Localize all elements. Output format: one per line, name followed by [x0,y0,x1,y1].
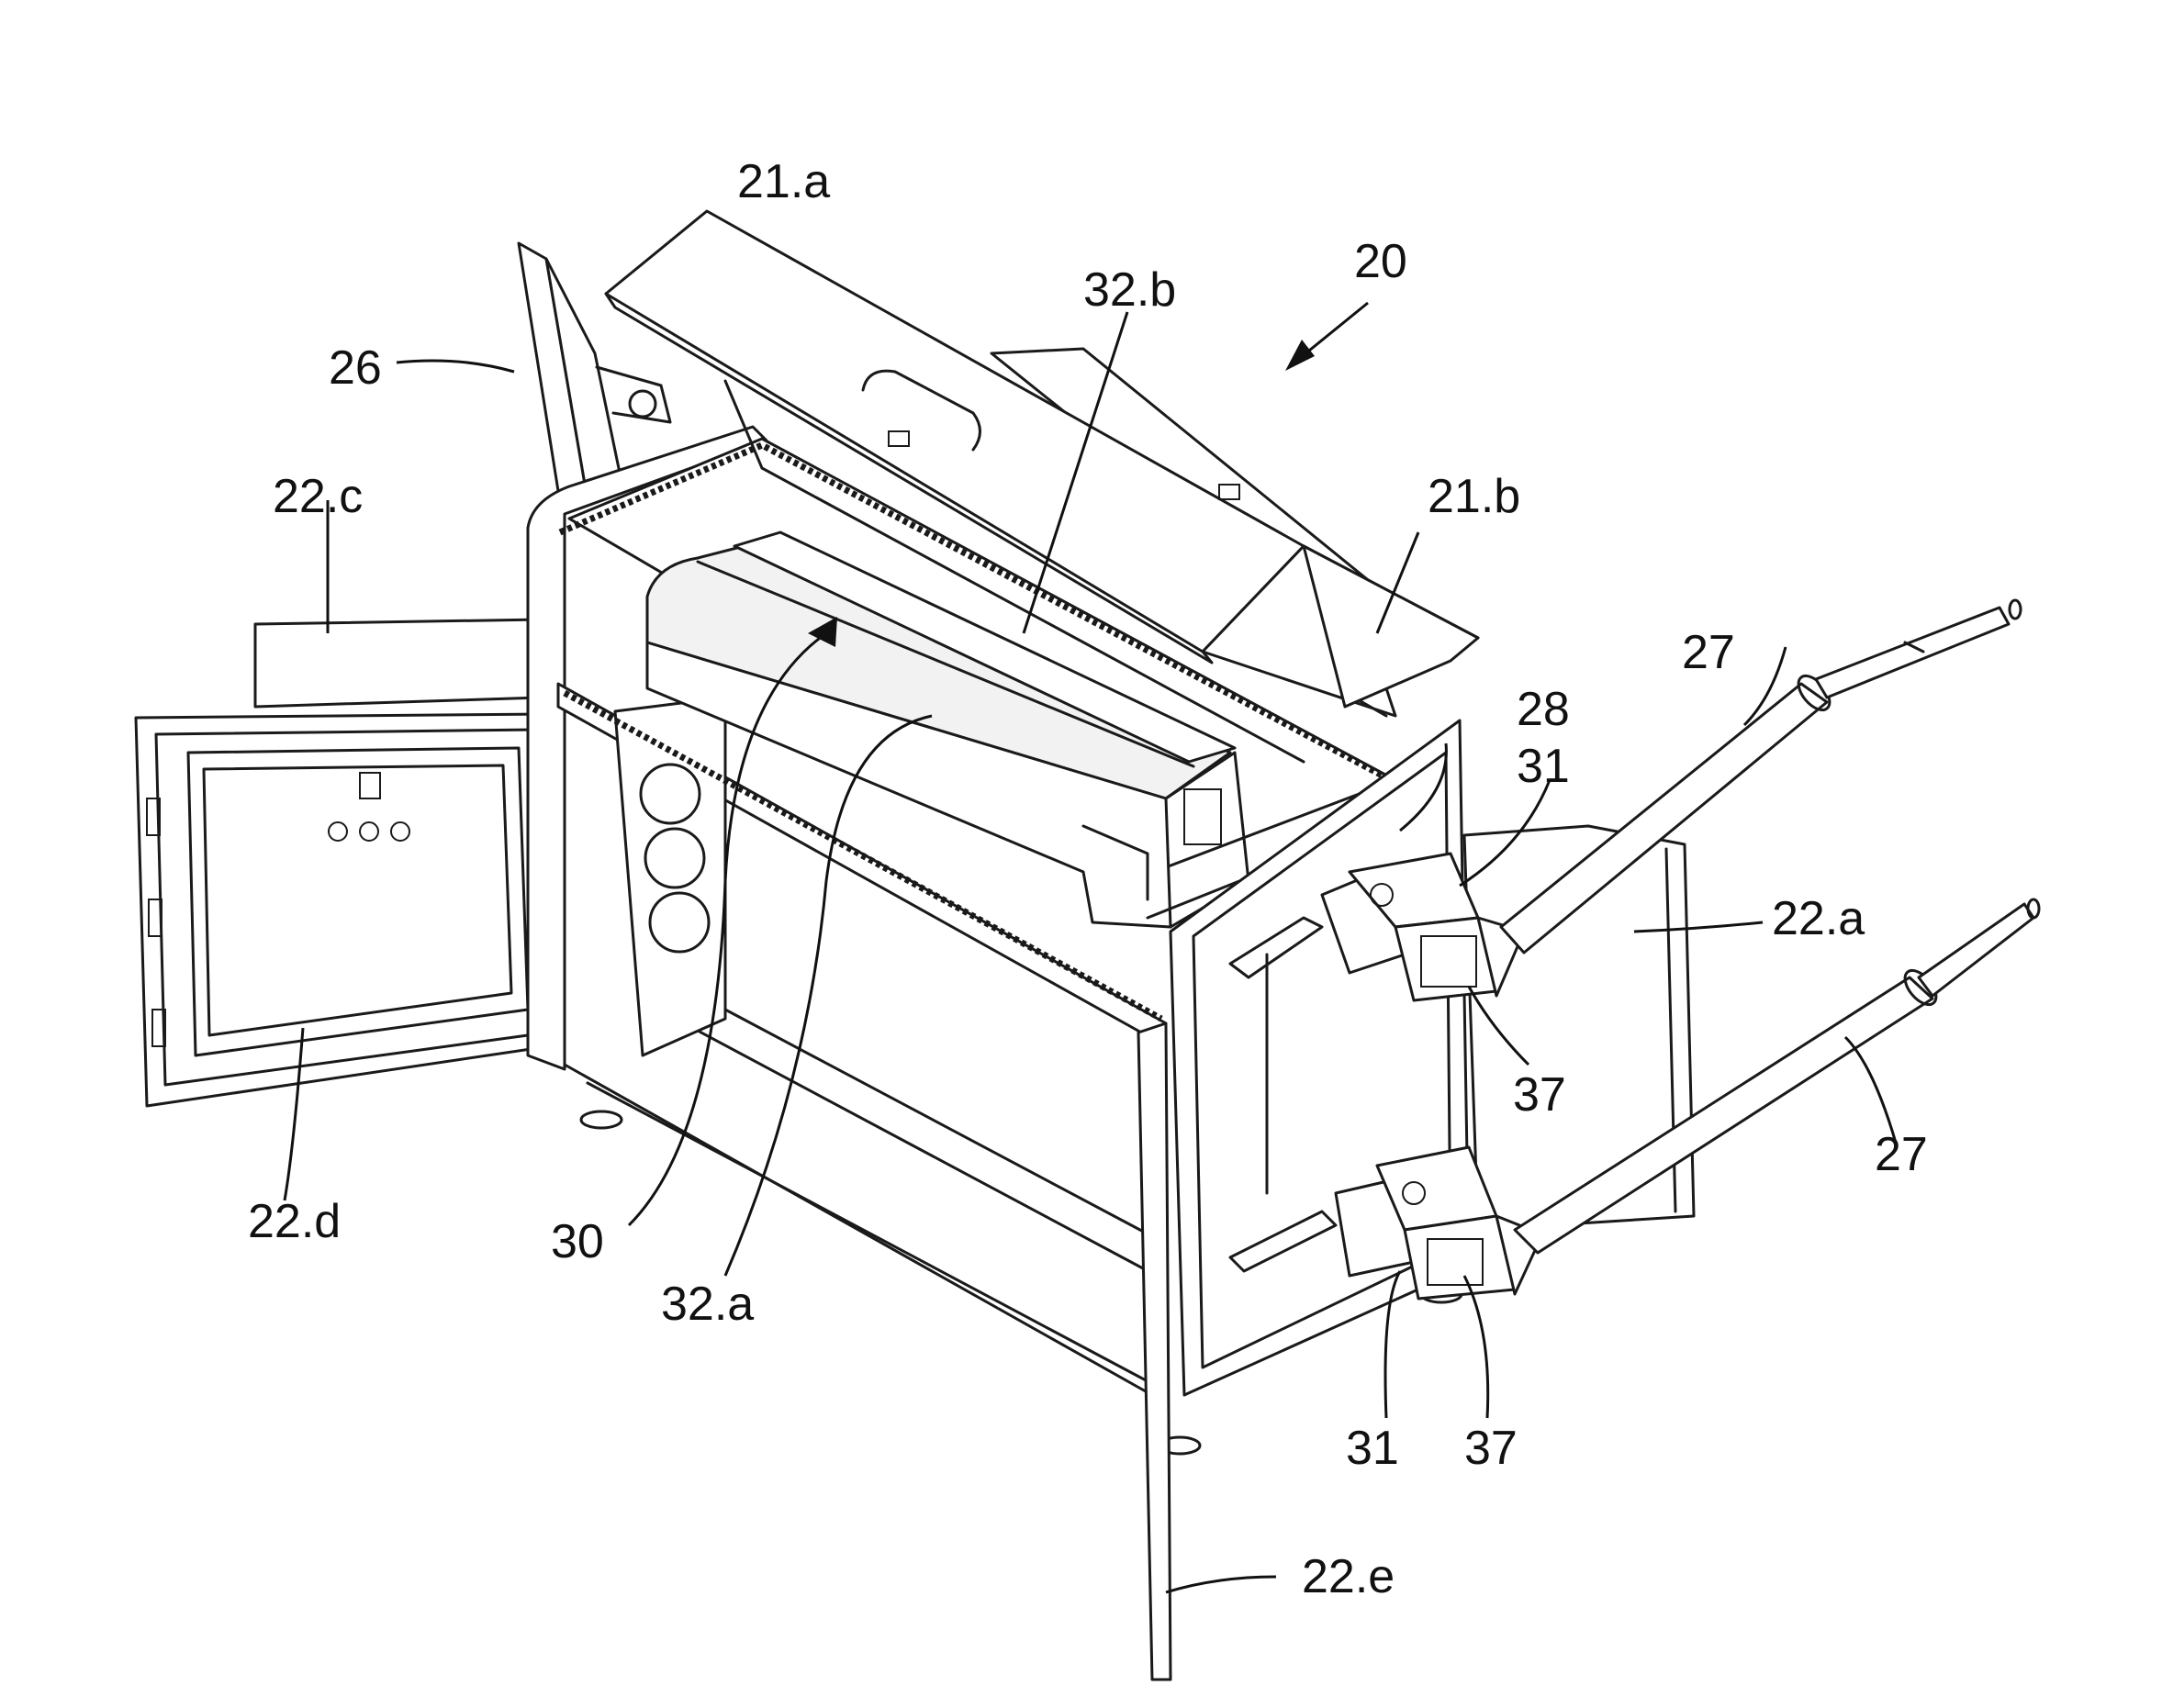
label-31-upper: 31 [1517,740,1570,793]
label-22c: 22.c [273,470,363,523]
label-22e: 22.e [1302,1550,1395,1603]
label-37-upper: 37 [1513,1068,1566,1122]
label-26: 26 [329,341,382,395]
label-32b: 32.b [1083,263,1176,317]
label-22d: 22.d [248,1195,341,1248]
label-28: 28 [1517,683,1570,736]
label-31-lower: 31 [1346,1422,1399,1475]
label-27-lower: 27 [1875,1128,1928,1181]
label-30: 30 [551,1215,604,1268]
left-door-22d [136,714,562,1106]
label-27-upper: 27 [1682,626,1735,679]
label-22a: 22.a [1772,892,1865,945]
back-door-22c [255,620,542,707]
label-32a: 32.a [661,1278,754,1331]
label-21a: 21.a [737,155,830,208]
label-21b: 21.b [1428,470,1520,523]
arrow-20 [1285,303,1368,371]
label-20: 20 [1354,235,1407,288]
label-37-lower: 37 [1464,1422,1518,1475]
roller-27-upper [1501,600,2021,953]
